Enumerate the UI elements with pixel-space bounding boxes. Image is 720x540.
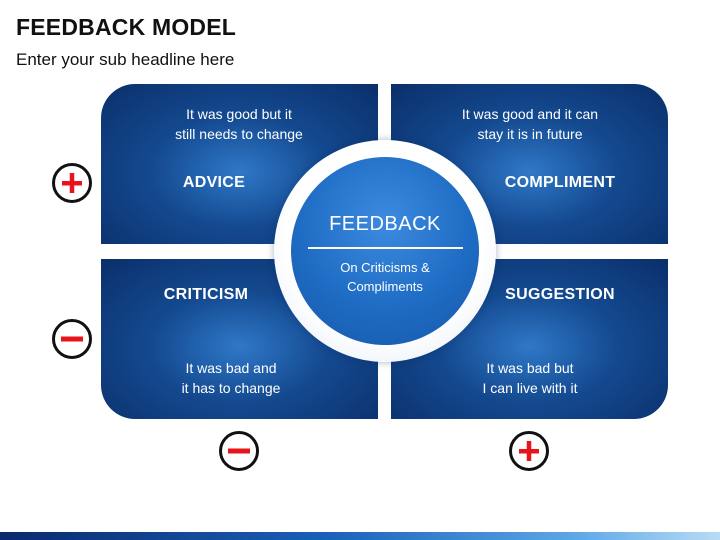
center-title: FEEDBACK: [329, 213, 441, 235]
criticism-description: It was bad and it has to change: [181, 360, 281, 396]
advice-label: ADVICE: [182, 174, 246, 191]
plus-icon: [52, 163, 92, 203]
minus-icon: [219, 431, 259, 471]
center-circle: FEEDBACK On Criticisms & Compliments: [291, 157, 479, 345]
compliment-label: COMPLIMENT: [504, 174, 616, 191]
plus-icon: [509, 431, 549, 471]
suggestion-label: SUGGESTION: [505, 286, 615, 303]
center-description: On Criticisms & Compliments: [340, 260, 430, 294]
page-subtitle: Enter your sub headline here: [16, 50, 235, 69]
suggestion-description: It was bad but I can live with it: [482, 360, 578, 396]
compliment-description: It was good and it can stay it is in fut…: [461, 106, 599, 142]
center-divider: [308, 247, 463, 249]
advice-description: It was good but it still needs to change: [175, 106, 303, 142]
center-ring: FEEDBACK On Criticisms & Compliments: [274, 140, 496, 362]
footer-bar: [0, 532, 720, 540]
criticism-label: CRITICISM: [163, 286, 249, 303]
page-title: FEEDBACK MODEL: [16, 14, 237, 40]
minus-icon: [52, 319, 92, 359]
